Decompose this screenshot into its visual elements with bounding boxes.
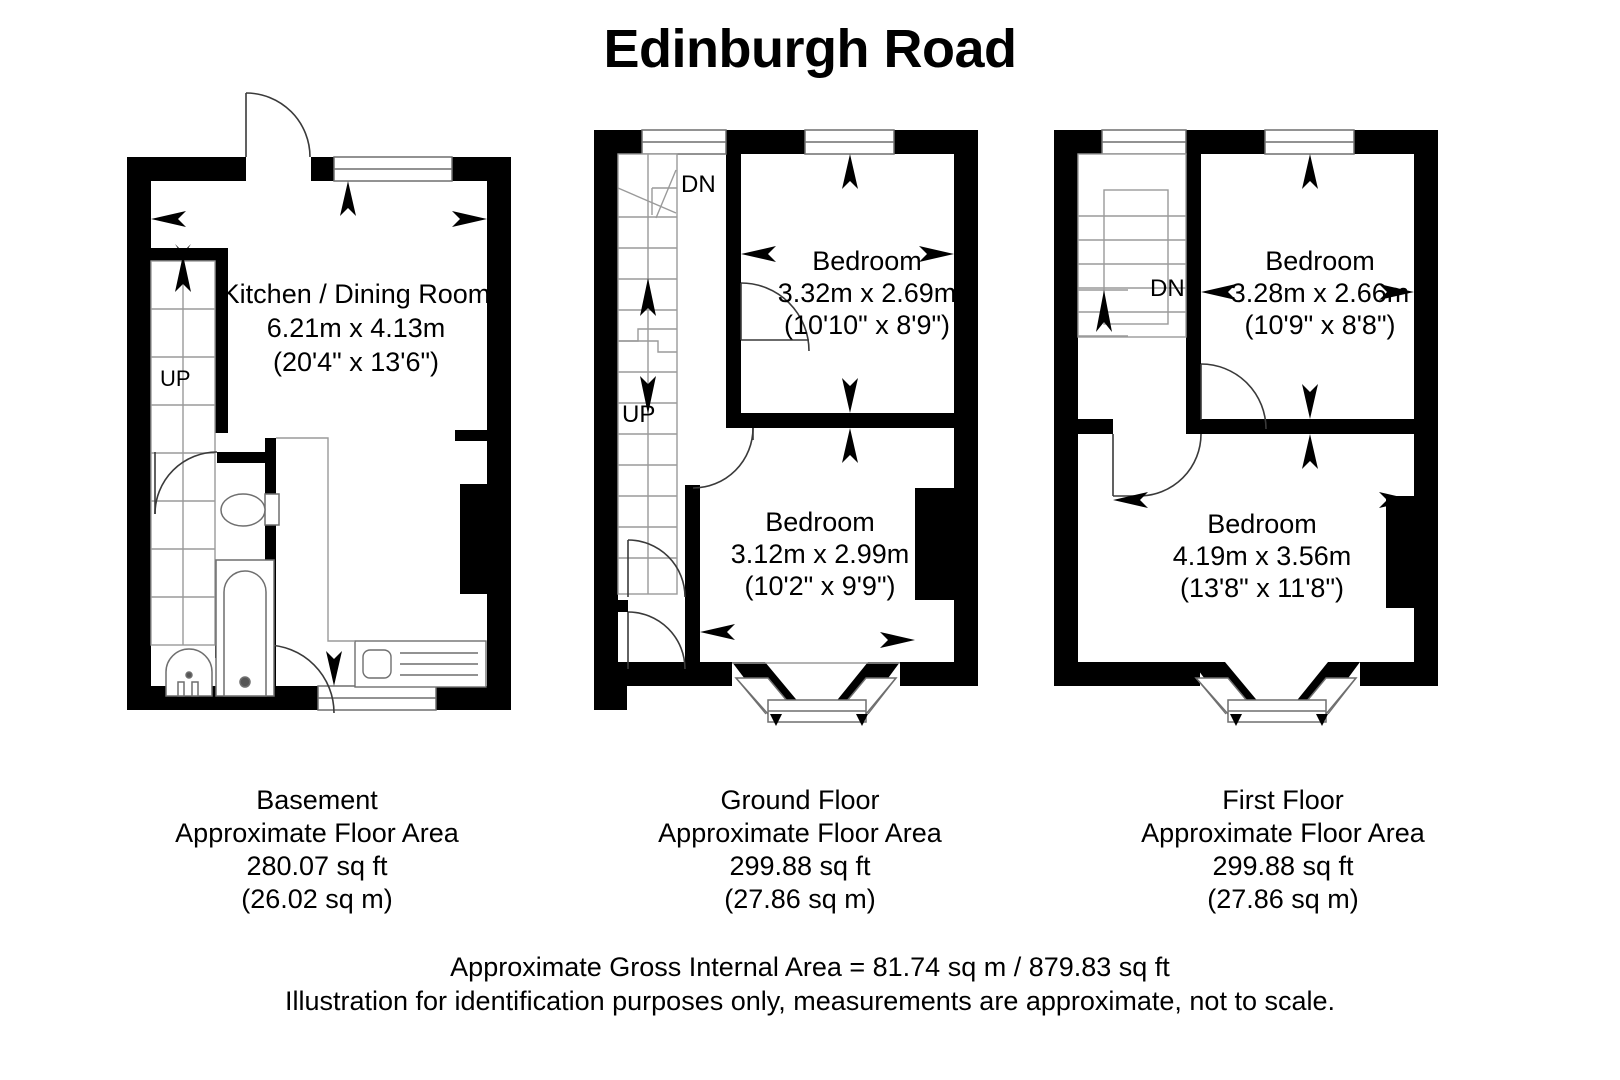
basement-bathroom-door	[154, 451, 218, 515]
first-caption-sqft: 299.88 sq ft	[1212, 851, 1354, 881]
first-floor-plan: DN Bedroom 3.28m x 2.66m (10'9" x 8'8") …	[1054, 129, 1438, 726]
basement-entrance-door	[245, 92, 311, 158]
basement-kitchen-door	[265, 644, 335, 714]
ground-caption-name: Ground Floor	[720, 785, 880, 815]
first-bedroom-door	[1112, 433, 1202, 497]
ground-bay-window	[732, 662, 900, 726]
first-window-top-left	[1101, 129, 1187, 155]
ground-front-door	[627, 539, 686, 598]
first-window-top-right	[1264, 129, 1355, 155]
ground-room1-label-metric: 3.32m x 2.69m	[778, 278, 957, 308]
basement-caption-sqm: (26.02 sq m)	[241, 884, 393, 914]
ground-staircase	[617, 153, 678, 595]
first-stair-label-dn: DN	[1150, 275, 1185, 302]
ground-room2-label-name: Bedroom	[765, 507, 875, 537]
basement-room-label-imperial: (20'4" x 13'6")	[273, 347, 439, 377]
first-room1-label-metric: 3.28m x 2.66m	[1231, 278, 1410, 308]
ground-stair-label-up: UP	[622, 401, 655, 428]
ground-caption-sqft: 299.88 sq ft	[729, 851, 871, 881]
first-caption-name: First Floor	[1222, 785, 1344, 815]
basement-window-bottom	[317, 685, 437, 711]
first-room1-label-imperial: (10'9" x 8'8")	[1244, 310, 1395, 340]
ground-dimension-arrows	[700, 154, 954, 648]
first-room2-label-imperial: (13'8" x 11'8")	[1180, 573, 1344, 603]
ground-room1-label-imperial: (10'10" x 8'9")	[784, 310, 950, 340]
ground-caption-area-label: Approximate Floor Area	[658, 818, 942, 848]
toilet-fixture	[220, 493, 280, 527]
first-room1-label-name: Bedroom	[1265, 246, 1375, 276]
basement-dimension-arrows	[151, 181, 487, 686]
ground-window-top-left	[641, 129, 727, 155]
basement-room-label-metric: 6.21m x 4.13m	[267, 313, 446, 343]
ground-room2-label-metric: 3.12m x 2.99m	[731, 539, 910, 569]
basement-caption-name: Basement	[256, 785, 378, 815]
wash-basin-fixture	[165, 648, 213, 697]
ground-caption-sqm: (27.86 sq m)	[724, 884, 876, 914]
basement-caption-area-label: Approximate Floor Area	[175, 818, 459, 848]
first-bay-window	[1192, 662, 1360, 726]
ground-room1-label-name: Bedroom	[812, 246, 922, 276]
bath-fixture	[215, 559, 275, 697]
first-caption: First Floor Approximate Floor Area 299.8…	[1023, 784, 1543, 916]
ground-floor-plan: DN UP	[594, 129, 978, 726]
ground-bedroom1-door	[740, 282, 810, 352]
kitchen-sink-unit	[354, 640, 487, 688]
first-dimension-arrows	[1113, 154, 1414, 508]
basement-room-label-name: Kitchen / Dining Room	[222, 279, 491, 309]
first-caption-sqm: (27.86 sq m)	[1207, 884, 1359, 914]
ground-walls	[594, 130, 978, 710]
first-room2-label-name: Bedroom	[1207, 509, 1317, 539]
basement-stair-label-up: UP	[160, 366, 191, 391]
first-upper-bedroom-door	[1200, 363, 1267, 430]
basement-plan: UP	[127, 92, 511, 714]
basement-caption-sqft: 280.07 sq ft	[246, 851, 388, 881]
first-walls	[1054, 130, 1438, 686]
ground-vestibule-door	[627, 611, 686, 670]
ground-window-top-right	[804, 129, 895, 155]
first-staircase	[1077, 153, 1187, 338]
basement-caption: Basement Approximate Floor Area 280.07 s…	[57, 784, 577, 916]
gross-internal-area-text: Approximate Gross Internal Area = 81.74 …	[450, 952, 1170, 982]
ground-caption: Ground Floor Approximate Floor Area 299.…	[540, 784, 1060, 916]
first-caption-area-label: Approximate Floor Area	[1141, 818, 1425, 848]
basement-window-top	[333, 156, 453, 182]
ground-room2-label-imperial: (10'2" x 9'9")	[744, 571, 895, 601]
basement-staircase	[150, 255, 216, 646]
page-title: Edinburgh Road	[603, 19, 1017, 79]
kitchen-counter-edge	[276, 437, 355, 642]
ground-bedroom2-door	[692, 427, 754, 489]
ground-stair-label-dn: DN	[681, 171, 716, 198]
disclaimer-text: Illustration for identification purposes…	[284, 986, 1336, 1016]
first-room2-label-metric: 4.19m x 3.56m	[1173, 541, 1352, 571]
